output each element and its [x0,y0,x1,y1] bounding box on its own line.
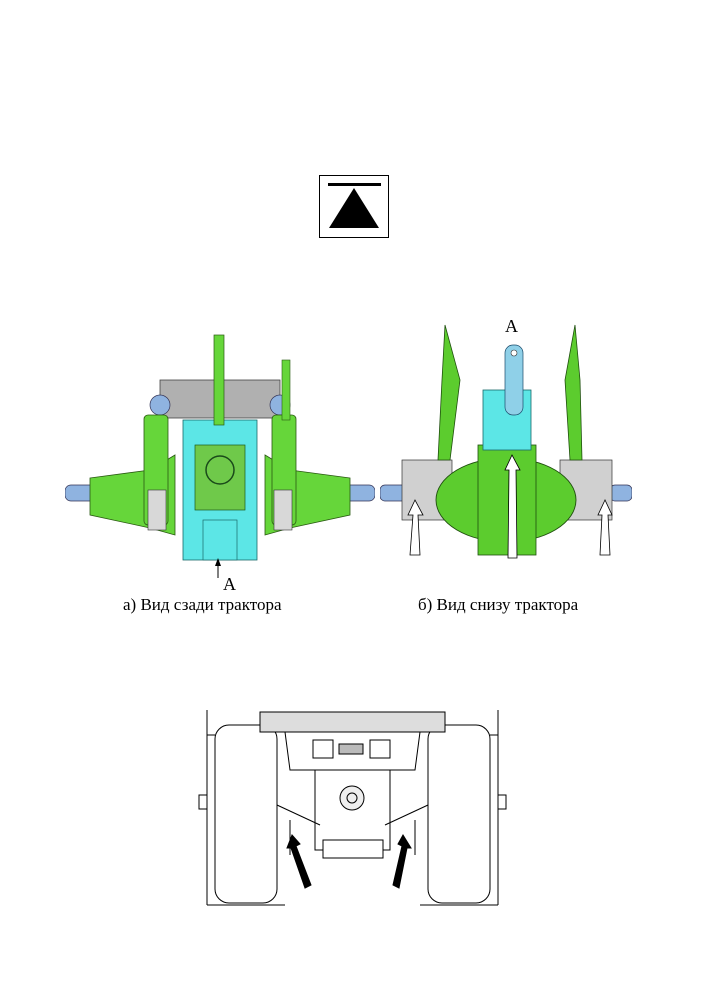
figure-tractor-rear [195,710,510,910]
jack-point-sign [319,175,389,238]
figure-rear-view [65,330,375,580]
caption-rear-view: а) Вид сзади трактора [123,595,282,614]
caption-underside-view: б) Вид снизу трактора [418,595,579,614]
rear-view-drawing [65,334,375,578]
tractor-rear-line-drawing-icon [198,710,507,906]
jack-point-triangle-icon [319,175,389,238]
callout-letter-a-right: А [505,316,518,336]
figure-underside-view [380,320,632,565]
callout-letter-a-left: А [223,574,236,594]
underside-view-drawing [380,324,632,559]
